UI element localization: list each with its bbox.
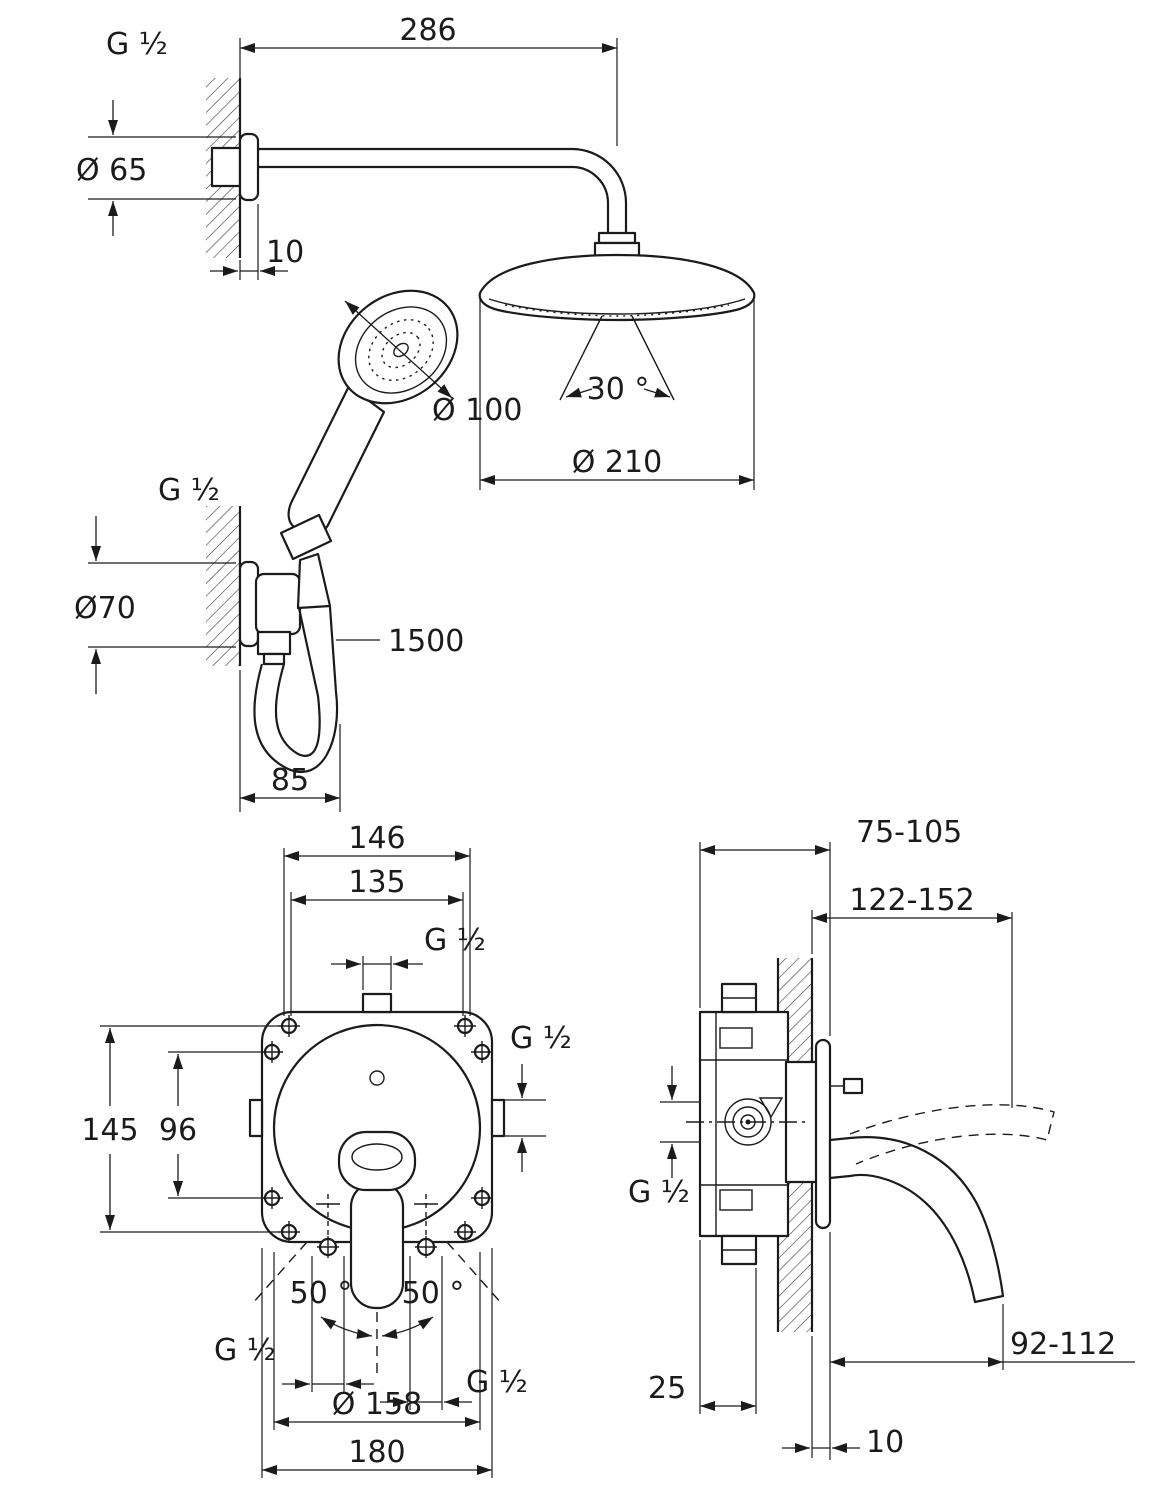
valve-front-view: 50 ° 50 ° 146 135 G ½ 145 [81, 821, 572, 1478]
dim-body-depth: 25 [648, 1371, 686, 1406]
dim-width-outer: 146 [348, 821, 405, 856]
lever-swing-range: 50 ° 50 ° [251, 1241, 503, 1374]
dim-swing-right: 50 ° [402, 1276, 465, 1311]
label-thread-right: G ½ [510, 1021, 572, 1056]
dimensions-side: 75-105 122-152 G ½ 92-112 25 [628, 815, 1135, 1460]
wall-union-elbow [206, 506, 333, 666]
shower-arm [210, 132, 641, 258]
dim-spray-angle: 30 ° [587, 372, 650, 407]
dim-plate-width: 180 [348, 1435, 405, 1470]
dim-holder-projection: 85 [271, 763, 309, 798]
dim-plate-depth: 10 [866, 1425, 904, 1460]
dim-depth-total: 122-152 [849, 883, 974, 918]
label-thread-top: G ½ [106, 27, 168, 62]
dim-flange-diameter: Ø 65 [76, 153, 147, 188]
dim-arm-projection: 286 [399, 13, 456, 48]
dim-lever-projection: 92-112 [1010, 1327, 1116, 1362]
dim-swing-left: 50 ° [290, 1276, 353, 1311]
shower-hose [253, 606, 339, 774]
lever-handle-side [828, 1104, 1055, 1304]
label-elbow-thread: G ½ [158, 473, 220, 508]
label-thread-bottom-right: G ½ [466, 1365, 528, 1400]
service-stops [316, 1194, 438, 1258]
dim-depth-min-max: 75-105 [856, 815, 962, 850]
valve-side-view: 75-105 122-152 G ½ 92-112 25 [628, 815, 1135, 1460]
dim-width-inner: 135 [348, 865, 405, 900]
dimensions-front: 146 135 G ½ 145 96 [81, 821, 572, 1478]
dim-flange-depth: 10 [266, 235, 304, 270]
label-thread-top-front: G ½ [424, 923, 486, 958]
dim-height-outer: 145 [81, 1113, 138, 1148]
label-thread-bottom-left: G ½ [214, 1333, 276, 1368]
dim-height-inner: 96 [159, 1113, 197, 1148]
lever-handle-front [337, 1130, 417, 1310]
dim-plate-diameter: Ø 158 [332, 1387, 422, 1422]
head-shower [478, 253, 756, 401]
mounting-screws [261, 1015, 493, 1243]
head-shower-assembly: 286 G ½ Ø 65 10 30 ° Ø 100 [74, 13, 756, 812]
dim-hand-shower-diameter: Ø 100 [432, 393, 522, 428]
dim-hose-length: 1500 [388, 624, 464, 659]
dim-elbow-diameter: Ø70 [74, 591, 136, 626]
dim-head-shower-diameter: Ø 210 [572, 445, 662, 480]
valve-body [686, 982, 864, 1266]
label-inlet-thread: G ½ [628, 1175, 690, 1210]
dimensions-top: 286 G ½ Ø 65 10 30 ° Ø 100 [74, 13, 755, 812]
